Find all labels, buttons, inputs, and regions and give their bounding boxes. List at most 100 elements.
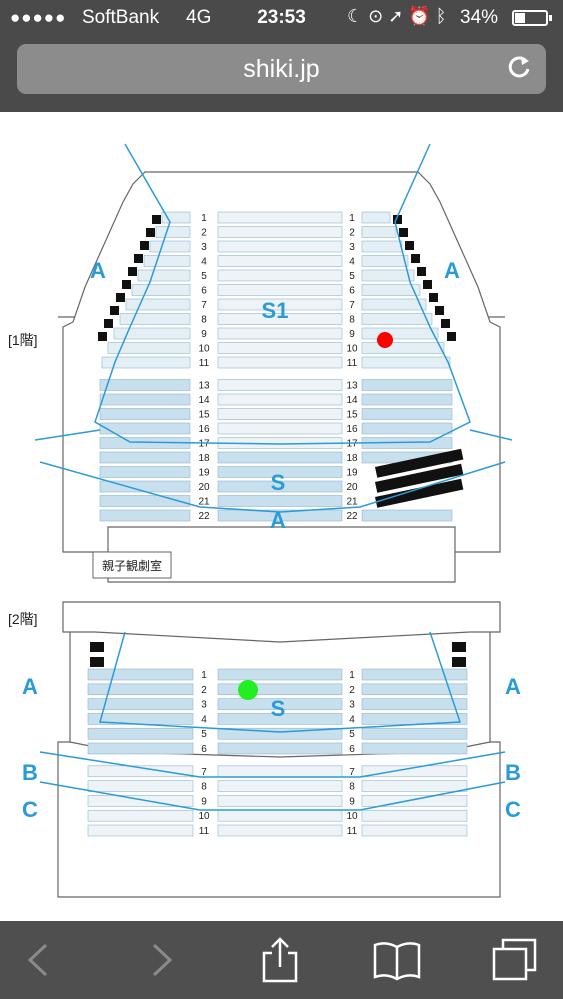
seat-block-center[interactable] — [217, 466, 343, 478]
seat-block-left[interactable] — [155, 226, 191, 238]
seat-block-right[interactable] — [361, 284, 421, 296]
seat-block-left[interactable] — [87, 668, 194, 681]
selected-seat-red-marker[interactable] — [377, 332, 393, 348]
seat-block-center[interactable] — [217, 422, 343, 435]
box-seat-left[interactable] — [146, 228, 155, 237]
forward-chevron-icon[interactable] — [136, 937, 186, 983]
seat-block-center[interactable] — [217, 824, 343, 837]
seat-block-right[interactable] — [361, 211, 391, 224]
seat-block-right[interactable] — [361, 668, 468, 681]
box-seat-left[interactable] — [122, 280, 131, 289]
seat-block-right[interactable] — [361, 240, 403, 253]
seat-block-left[interactable] — [87, 742, 194, 755]
box-seat-right[interactable] — [441, 319, 450, 328]
seat-block-left[interactable] — [113, 327, 191, 340]
seat-block-center[interactable] — [217, 795, 343, 807]
seat-block-center[interactable] — [217, 356, 343, 369]
box-seat-right[interactable] — [399, 228, 408, 237]
box-seat-left[interactable] — [128, 267, 137, 276]
seat-block-center[interactable] — [217, 509, 343, 522]
tabs-icon[interactable] — [490, 937, 540, 983]
seat-block-center[interactable] — [217, 284, 343, 296]
seat-block-right[interactable] — [361, 780, 468, 792]
seat-block-left[interactable] — [131, 284, 191, 296]
box-seat-right[interactable] — [411, 254, 420, 263]
seat-block-left[interactable] — [87, 824, 194, 837]
seat-block-left[interactable] — [87, 698, 194, 710]
seat-block-right[interactable] — [361, 408, 453, 420]
box-seat-right[interactable] — [417, 267, 426, 276]
seat-block-center[interactable] — [217, 713, 343, 725]
seat-block-right[interactable] — [361, 298, 427, 311]
box-seat-block[interactable] — [375, 478, 464, 508]
seat-block-center[interactable] — [217, 683, 343, 696]
box-seat-f2[interactable] — [90, 657, 104, 667]
seat-block-center[interactable] — [217, 698, 343, 710]
seat-block-right[interactable] — [361, 698, 468, 710]
seat-block-left[interactable] — [99, 393, 191, 406]
seat-block-center[interactable] — [217, 408, 343, 420]
seat-block-right[interactable] — [361, 313, 433, 325]
seat-block-left[interactable] — [143, 255, 191, 267]
seat-block-left[interactable] — [87, 683, 194, 696]
seat-block-left[interactable] — [149, 240, 191, 253]
box-seat-right[interactable] — [405, 241, 414, 250]
seat-block-center[interactable] — [217, 727, 343, 740]
box-seat-f2[interactable] — [90, 642, 104, 652]
seat-block-right[interactable] — [361, 824, 468, 837]
seat-block-center[interactable] — [217, 480, 343, 493]
seat-block-center[interactable] — [217, 451, 343, 464]
seat-block-left[interactable] — [125, 298, 191, 311]
seat-block-center[interactable] — [217, 327, 343, 340]
seat-block-left[interactable] — [99, 495, 191, 507]
seat-block-center[interactable] — [217, 342, 343, 354]
seat-block-left[interactable] — [99, 379, 191, 391]
reload-icon[interactable] — [504, 52, 534, 82]
box-seat-f2[interactable] — [452, 657, 466, 667]
box-seat-left[interactable] — [104, 319, 113, 328]
seat-block-center[interactable] — [217, 211, 343, 224]
box-seat-left[interactable] — [152, 215, 161, 224]
box-seat-right[interactable] — [429, 293, 438, 302]
seat-block-right[interactable] — [361, 765, 468, 778]
seat-block-center[interactable] — [217, 379, 343, 391]
seat-block-left[interactable] — [99, 408, 191, 420]
share-icon[interactable] — [255, 937, 305, 983]
seat-block-right[interactable] — [361, 342, 445, 354]
seat-block-right[interactable] — [361, 226, 397, 238]
seat-block-left[interactable] — [161, 211, 191, 224]
seat-block-left[interactable] — [87, 780, 194, 792]
seat-block-right[interactable] — [361, 742, 468, 755]
bookmarks-book-icon[interactable] — [372, 937, 422, 983]
seat-block-center[interactable] — [217, 495, 343, 507]
box-seat-f2[interactable] — [452, 642, 466, 652]
seat-block-center[interactable] — [217, 809, 343, 822]
seat-block-right[interactable] — [361, 255, 409, 267]
seat-block-left[interactable] — [137, 269, 191, 282]
seat-block-left[interactable] — [99, 451, 191, 464]
seat-block-center[interactable] — [217, 226, 343, 238]
seat-block-right[interactable] — [361, 422, 453, 435]
seat-block-left[interactable] — [99, 422, 191, 435]
selected-seat-green-marker[interactable] — [238, 680, 258, 700]
seat-block-right[interactable] — [361, 327, 439, 340]
box-seat-left[interactable] — [116, 293, 125, 302]
seat-block-center[interactable] — [217, 269, 343, 282]
seat-block-left[interactable] — [87, 765, 194, 778]
seat-block-center[interactable] — [217, 393, 343, 406]
seat-block-right[interactable] — [361, 356, 451, 369]
seat-block-center[interactable] — [217, 765, 343, 778]
seat-block-right[interactable] — [361, 509, 453, 522]
seat-block-right[interactable] — [361, 795, 468, 807]
box-seat-right[interactable] — [393, 215, 402, 224]
box-seat-right[interactable] — [435, 306, 444, 315]
seat-block-left[interactable] — [87, 727, 194, 740]
box-seat-block[interactable] — [375, 463, 464, 493]
seat-block-left[interactable] — [99, 466, 191, 478]
address-bar[interactable]: shiki.jp — [17, 44, 546, 94]
box-seat-right[interactable] — [447, 332, 456, 341]
seat-block-right[interactable] — [361, 269, 415, 282]
seat-block-right[interactable] — [361, 727, 468, 740]
seat-block-center[interactable] — [217, 668, 343, 681]
seat-block-left[interactable] — [99, 509, 191, 522]
